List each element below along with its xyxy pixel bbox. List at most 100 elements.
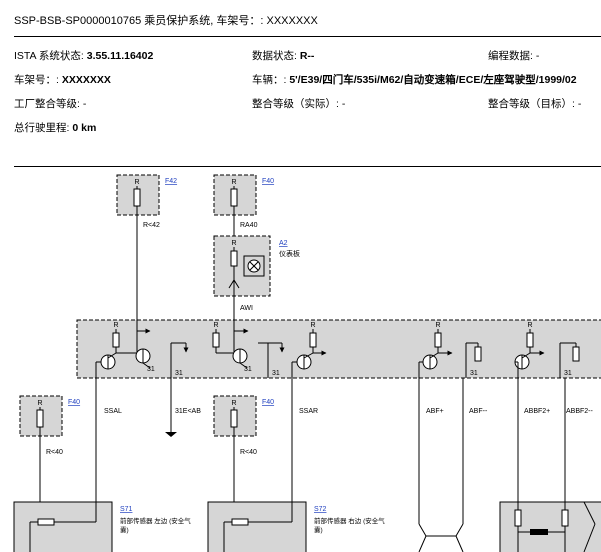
module-31-label: 31 [147,366,155,373]
squib-element [530,529,548,535]
pin-ssar: SSAR [299,408,318,415]
sensor-s72-label-line1: 前部传感器 右边 (安全气 [314,516,385,525]
channel-abf: R 31 [418,322,482,552]
resistor [526,332,534,348]
fuse-f40-mid: R F40 R<40 [213,395,274,502]
sensor-s72-label-line2: 囊) [314,525,323,534]
prog-data: 编程数据: - [488,48,539,63]
module-r-label: R [310,322,315,329]
fuse-f40-top-link[interactable]: F40 [262,178,274,185]
module-31-label: 31 [175,370,183,377]
airbag-module-right [499,501,601,552]
ista-status-value: 3.55.11.16402 [86,50,154,62]
diode-symbol [228,279,240,289]
sensor-s71-label-line2: 囊) [120,525,129,534]
fuse-f40-top-letter: R [231,179,236,186]
sensor-s72-box [207,501,307,552]
component-a2: R A2 仪表板 AWI [213,235,300,320]
fuse-element [133,188,141,207]
sensor-element [37,518,55,526]
sensor-s72-link[interactable]: S72 [314,506,327,513]
sensor-s71-label-line1: 前部传感器 左边 (安全气 [120,516,191,525]
resistor [434,332,442,348]
airbag-igniter-symbol [418,523,427,552]
fuse-element [36,409,44,428]
sensor-s71: S71 前部传感器 左边 (安全气 囊) [13,501,191,552]
wire-r40-mid-label: R<40 [240,449,257,456]
header-divider-top [14,36,601,37]
factory-level: 工厂整合等级: - [14,96,86,111]
wire-r42-label: R<42 [143,222,160,229]
resistor [514,509,522,527]
resistor [112,332,120,348]
resistor [474,346,482,362]
resistor [212,332,220,348]
fuse-f40-mid-link[interactable]: F40 [262,399,274,406]
pin-abbf2-minus: ABBF2-- [566,408,594,415]
data-status-label: 数据状态: [252,50,297,62]
module-r-label: R [213,322,218,329]
resistor [561,509,569,527]
a2-label: 仪表板 [279,249,300,258]
resistor [309,332,317,348]
data-status: 数据状态: R-- [252,48,314,63]
fuse-f40-left-link[interactable]: F40 [68,399,80,406]
module-box [76,319,601,379]
vehicle-value: 5'/E39/四门车/535i/M62/自动变速箱/ECE/左座驾驶型/1999… [289,74,577,86]
actual-level-value: - [341,98,346,110]
module-31-label: 31 [564,370,572,377]
resistor [572,346,580,362]
data-status-value: R-- [299,50,315,62]
vehicle-label: 车辆：: [252,74,287,86]
vin: 车架号：: XXXXXXX [14,72,111,87]
module-r-label: R [435,322,440,329]
target-level-label: 整合等级（目标）: [488,98,575,110]
module-31-label: 31 [470,370,478,377]
sensor-s71-box [13,501,113,552]
a2-r-letter: R [231,240,236,247]
pin-abf-minus: ABF-- [469,408,488,415]
ista-status: ISTA 系统状态: 3.55.11.16402 [14,48,153,63]
fuse-f40-left-letter: R [37,400,42,407]
fuse-f40-mid-letter: R [231,400,236,407]
sensor-s71-link[interactable]: S71 [120,506,133,513]
vin-value: XXXXXXX [61,74,111,86]
sensor-element [231,518,249,526]
fuse-f42-link[interactable]: F42 [165,178,177,185]
vin-label: 车架号：: [14,74,59,86]
module-31-label: 31 [244,366,252,373]
module-r-label: R [113,322,118,329]
pin-ssal: SSAL [104,408,122,415]
ground-icon [165,432,177,437]
actual-level-label: 整合等级（实际）: [252,98,339,110]
factory-level-value: - [82,98,87,110]
sensor-s72: S72 前部传感器 右边 (安全气 囊) [207,501,385,552]
prog-data-label: 编程数据: [488,50,533,62]
mileage-label: 总行驶里程: [14,122,70,134]
wire-awi-label: AWI [240,305,253,312]
pin-abbf2-plus: ABBF2+ [524,408,550,415]
airbag-control-module: R 31 31 R [76,319,601,552]
wire-ra40-label: RA40 [240,222,258,229]
mileage-value: 0 km [72,122,97,134]
pin-abf-plus: ABF+ [426,408,444,415]
mileage: 总行驶里程: 0 km [14,120,96,135]
actual-level: 整合等级（实际）: - [252,96,345,111]
header-divider-bottom [14,166,601,167]
fuse-f40-top: R F40 RA40 [213,174,274,236]
fuse-f42-top: R F42 R<42 [116,174,177,320]
prog-data-value: - [535,50,540,62]
factory-level-label: 工厂整合等级: [14,98,80,110]
module-r-label: R [527,322,532,329]
page-title: SSP-BSB-SP0000010765 乘员保护系统, 车架号：: XXXXX… [14,15,318,27]
channel-abbf2: R 31 [514,322,580,502]
channel-31e: 31 [165,342,189,437]
resistor [230,250,238,267]
wire-r40-left-label: R<40 [46,449,63,456]
module-31-label: 31 [272,370,280,377]
vehicle: 车辆：: 5'/E39/四门车/535i/M62/自动变速箱/ECE/左座驾驶型… [252,72,577,87]
fuse-element [230,188,238,207]
a2-link[interactable]: A2 [279,240,288,247]
fuse-f42-letter: R [134,179,139,186]
